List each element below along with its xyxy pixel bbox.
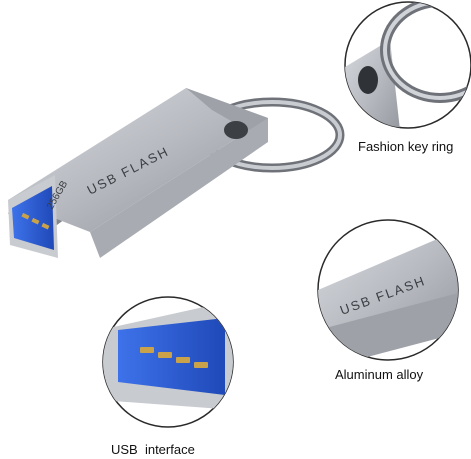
caption-aluminum-alloy: Aluminum alloy: [335, 367, 424, 382]
callout-key-ring: [344, 1, 471, 129]
callout-aluminum: USB FLASH: [317, 219, 459, 361]
caption-key-ring: Fashion key ring: [358, 139, 454, 154]
callout-usb-interface: [102, 296, 234, 428]
ring-hole: [224, 121, 248, 139]
usb-drive: USB FLASH 256GB: [8, 88, 268, 258]
usb-contacts-closeup: [140, 347, 208, 368]
usb-contacts: [21, 212, 50, 230]
caption-usb-interface: USB interface: [111, 442, 195, 457]
